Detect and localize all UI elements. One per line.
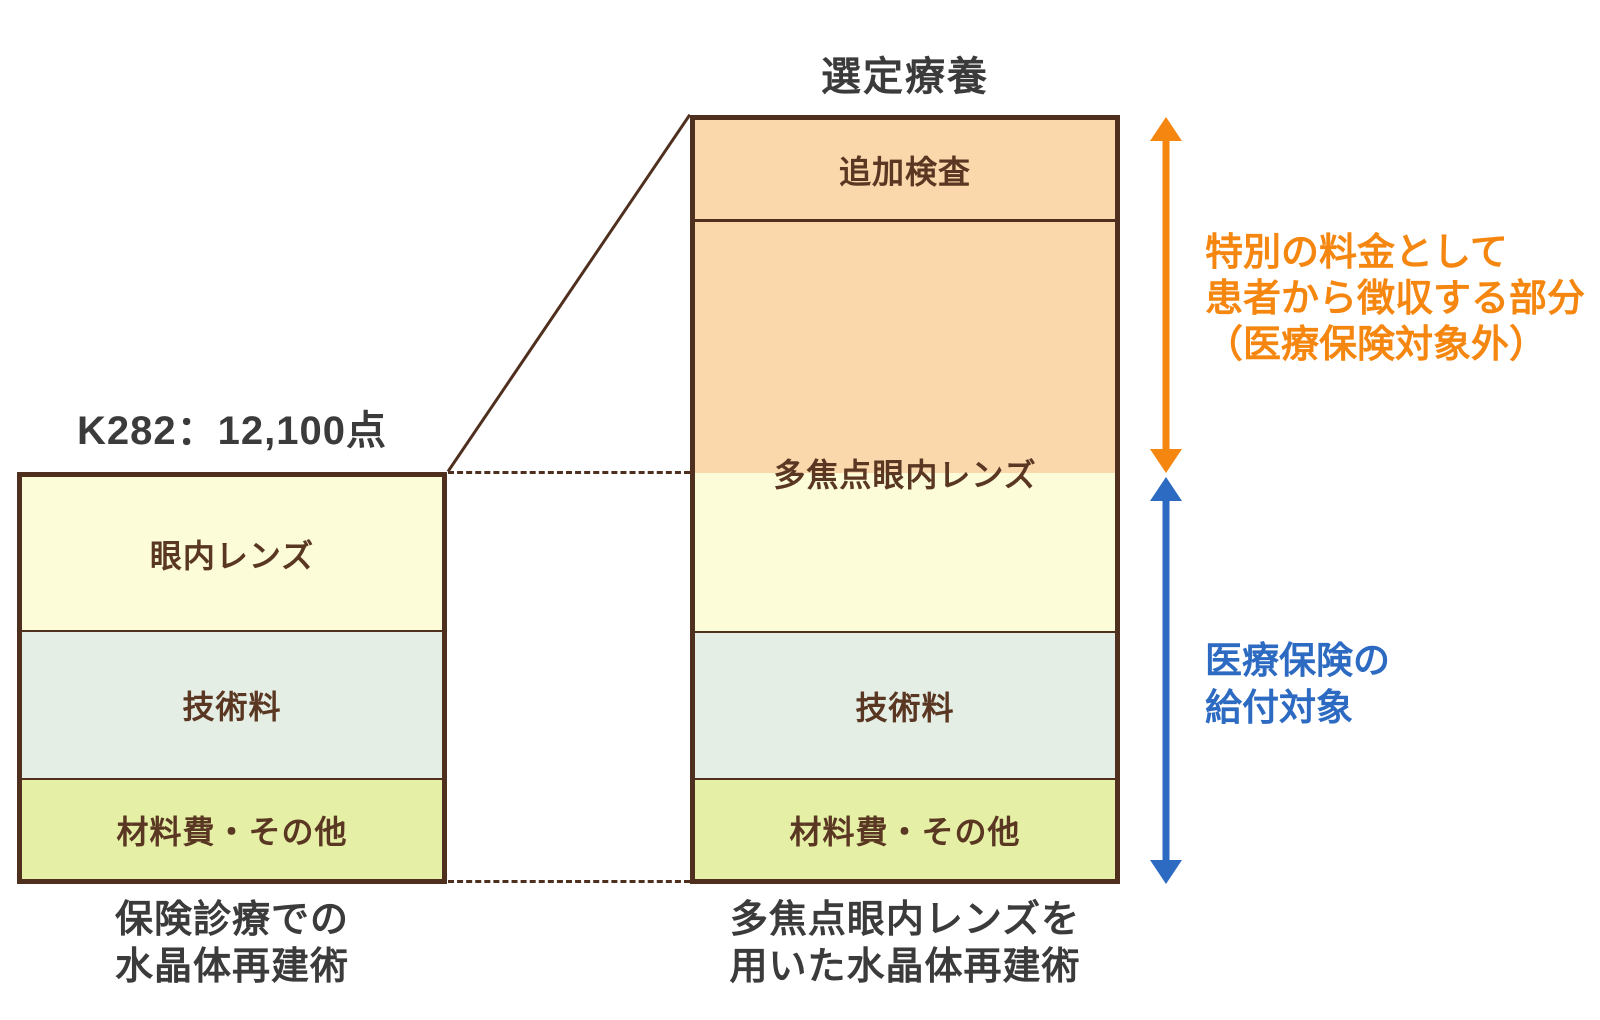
- k282-points-caption: K282：12,100点: [77, 409, 387, 453]
- special-fee-annotation: 特別の料金として 患者から徴収する部分 （医療保険対象外）: [1205, 230, 1585, 368]
- segment-multifocal-lens-label: 多焦点眼内レンズ: [773, 457, 1037, 493]
- insured-surgery-caption: 保険診療での 水晶体再建術: [17, 897, 447, 991]
- multifocal-surgery-caption-line2: 用いた水晶体再建術: [729, 946, 1081, 988]
- special-fee-annotation-line2: 患者から徴収する部分: [1205, 278, 1586, 320]
- special-fee-range-arrow: [1150, 117, 1182, 473]
- segment-multifocal-lens: [695, 219, 1115, 473]
- arrow-down-icon: [1150, 860, 1182, 884]
- special-fee-annotation-line1: 特別の料金として: [1205, 232, 1508, 274]
- segment-additional-exams-label: 追加検査: [838, 153, 971, 190]
- insured-surgery-caption-line2: 水晶体再建術: [114, 946, 349, 988]
- segment-materials-left-label: 材料費・その他: [116, 813, 348, 850]
- segment-intraocular-lens: 眼内レンズ: [22, 477, 442, 630]
- arrow-down-icon: [1150, 449, 1182, 473]
- insurance-range-arrow: [1150, 477, 1182, 884]
- insured-surgery-bar: 眼内レンズ 技術料 材料費・その他: [17, 472, 447, 884]
- insured-surgery-caption-line1: 保険診療での: [114, 899, 349, 941]
- right-bar-title: 選定療養: [821, 55, 989, 99]
- insurance-coverage-annotation-line2: 給付対象: [1205, 687, 1353, 728]
- segment-intraocular-lens-label: 眼内レンズ: [149, 537, 315, 574]
- segment-materials-right-label: 材料費・その他: [789, 813, 1021, 850]
- multifocal-surgery-caption-line1: 多焦点眼内レンズを: [729, 899, 1081, 941]
- diagonal-connector-line: [446, 113, 692, 473]
- multifocal-surgery-caption: 多焦点眼内レンズを 用いた水晶体再建術: [690, 897, 1120, 991]
- dotted-connector-bottom: [448, 880, 690, 883]
- arrow-shaft: [1162, 497, 1170, 864]
- special-fee-annotation-line3: （医療保険対象外）: [1205, 324, 1548, 366]
- segment-materials-left: 材料費・その他: [22, 778, 442, 879]
- insurance-coverage-annotation-line1: 医療保険の: [1205, 640, 1390, 681]
- segment-materials-right: 材料費・その他: [695, 778, 1115, 879]
- segment-technical-fee-right-label: 技術料: [855, 689, 955, 726]
- segment-covered-lens-portion: [695, 473, 1115, 631]
- segment-technical-fee-left: 技術料: [22, 630, 442, 778]
- segment-technical-fee-left-label: 技術料: [182, 689, 282, 725]
- arrow-shaft: [1162, 137, 1170, 453]
- dotted-connector-top: [448, 471, 690, 474]
- segment-technical-fee-right: 技術料: [695, 631, 1115, 778]
- insurance-coverage-annotation: 医療保険の 給付対象: [1205, 637, 1390, 731]
- multifocal-surgery-bar: 追加検査 技術料 材料費・その他 多焦点眼内レンズ: [690, 115, 1120, 884]
- segment-additional-exams: 追加検査: [695, 120, 1115, 219]
